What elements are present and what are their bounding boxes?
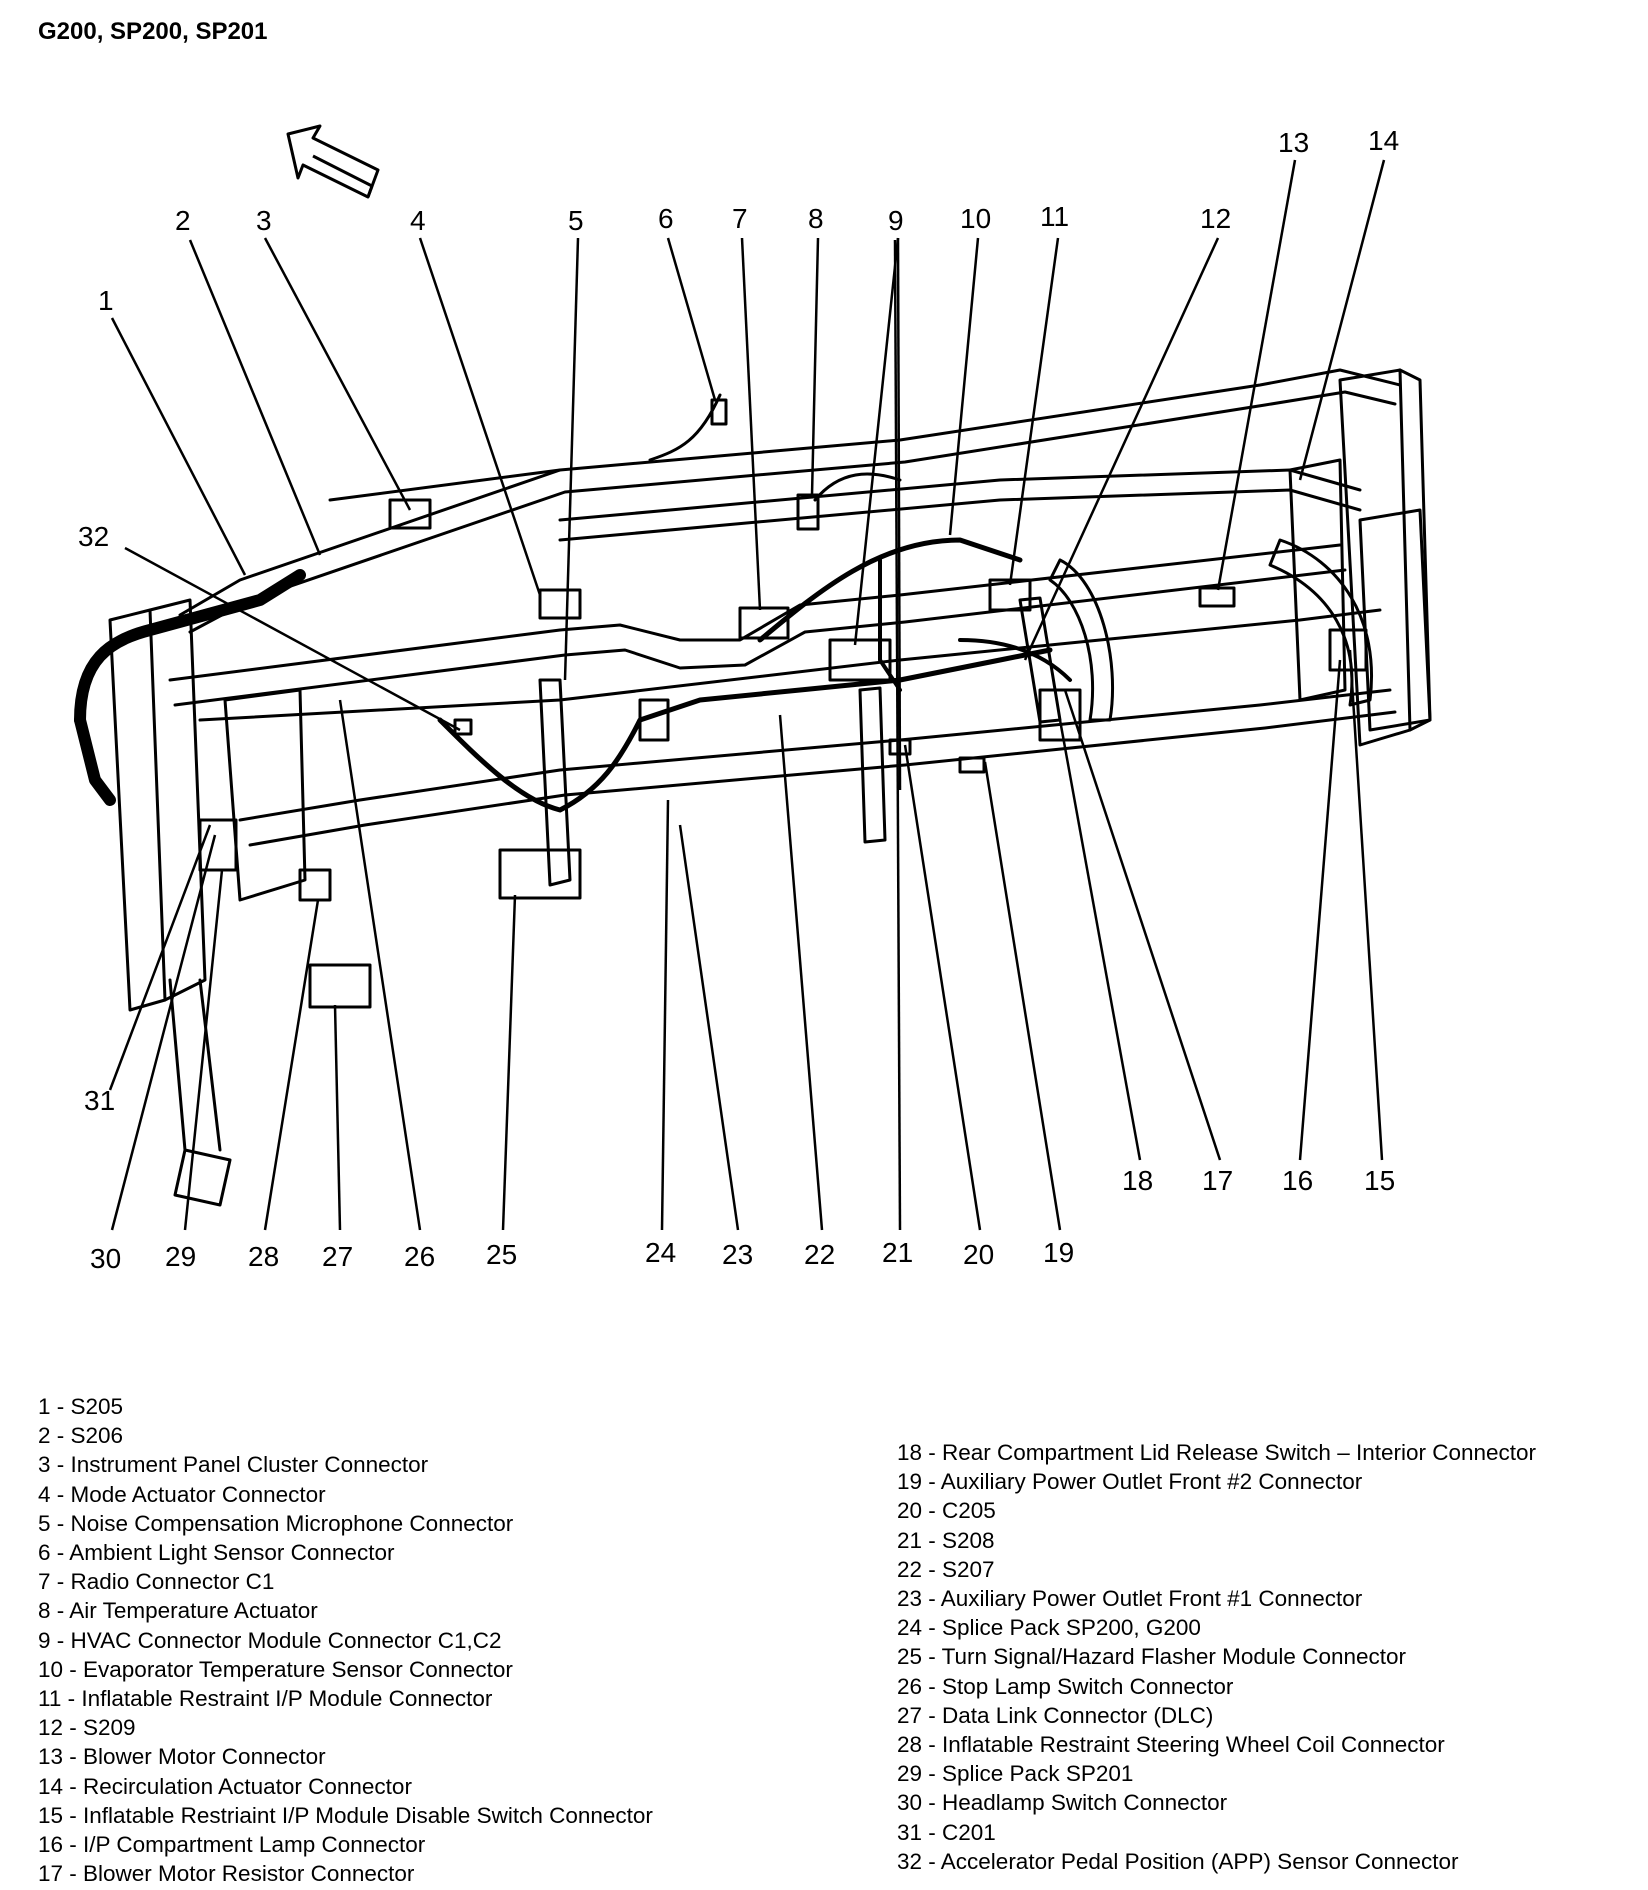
callout-26: 26 [404,1241,435,1272]
legend-item: 4 - Mode Actuator Connector [38,1481,326,1507]
legend-item: 1 - S205 [38,1394,124,1419]
legend-item: 7 - Radio Connector C1 [38,1569,275,1595]
callout-6: 6 [658,203,674,234]
legend-item: 21 - S208 [897,1527,995,1553]
legend-item: 29 - Splice Pack SP201 [897,1761,1134,1787]
legend-item: 22 - S207 [897,1556,995,1582]
legend-item: 16 - I/P Compartment Lamp Connector [38,1832,426,1858]
callout-27: 27 [322,1241,353,1272]
legend-left-column: 1 - S205 2 - S206 3 - Instrument Panel C… [38,1392,653,1888]
legend-item: 11 - Inflatable Restraint I/P Module Con… [38,1686,493,1712]
legend-item: 28 - Inflatable Restraint Steering Wheel… [897,1732,1445,1758]
legend-item: 15 - Inflatable Restriaint I/P Module Di… [38,1802,653,1828]
legend-right-column: 18 - Rear Compartment Lid Release Switch… [897,1438,1536,1876]
callout-32: 32 [78,521,109,552]
callout-19: 19 [1043,1237,1074,1268]
legend-item: 24 - Splice Pack SP200, G200 [897,1615,1201,1641]
callout-14: 14 [1368,125,1399,156]
legend-item: 10 - Evaporator Temperature Sensor Conne… [38,1656,513,1682]
callout-leader-lines [108,159,1386,1231]
legend-item: 32 - Accelerator Pedal Position (APP) Se… [897,1848,1459,1874]
page-title: G200, SP200, SP201 [38,18,268,45]
instrument-panel-carrier [74,368,1432,1207]
legend-item: 5 - Noise Compensation Microphone Connec… [38,1510,514,1536]
legend-item: 3 - Instrument Panel Cluster Connector [38,1452,429,1478]
callout-20: 20 [963,1239,994,1270]
callout-23: 23 [722,1239,753,1270]
legend-item: 17 - Blower Motor Resistor Connector [38,1861,415,1887]
callout-21: 21 [882,1237,913,1268]
callout-12: 12 [1200,203,1231,234]
legend-item: 9 - HVAC Connector Module Connector C1,C… [38,1627,502,1653]
legend-item: 31 - C201 [897,1819,996,1845]
callout-16: 16 [1282,1165,1313,1196]
callout-28: 28 [248,1241,279,1272]
callout-11: 11 [1040,201,1069,232]
callout-24: 24 [645,1237,676,1268]
legend-item: 14 - Recirculation Actuator Connector [38,1773,412,1799]
legend-item: 8 - Air Temperature Actuator [38,1598,318,1624]
legend-item: 26 - Stop Lamp Switch Connector [897,1673,1234,1699]
legend-item: 25 - Turn Signal/Hazard Flasher Module C… [897,1644,1407,1670]
callout-9: 9 [888,205,904,236]
legend-item: 12 - S209 [38,1715,136,1741]
callout-3: 3 [256,205,272,236]
callout-18: 18 [1122,1165,1153,1196]
legend-item: 23 - Auxiliary Power Outlet Front #1 Con… [897,1586,1363,1612]
callout-8: 8 [808,203,824,234]
callout-15: 15 [1364,1165,1395,1196]
callout-2: 2 [175,205,191,236]
callout-4: 4 [410,205,426,236]
callout-1: 1 [98,285,114,316]
callout-29: 29 [165,1241,196,1272]
legend-item: 6 - Ambient Light Sensor Connector [38,1540,395,1566]
legend-item: 19 - Auxiliary Power Outlet Front #2 Con… [897,1469,1363,1495]
callout-25: 25 [486,1239,517,1270]
callout-31: 31 [84,1085,115,1116]
legend-item: 18 - Rear Compartment Lid Release Switch… [897,1440,1537,1465]
callout-10: 10 [960,203,991,234]
callout-7: 7 [732,203,748,234]
callout-13: 13 [1278,127,1309,158]
legend-item: 27 - Data Link Connector (DLC) [897,1702,1214,1728]
callout-17: 17 [1202,1165,1233,1196]
legend-item: 2 - S206 [38,1423,124,1449]
callout-5: 5 [568,205,584,236]
callout-22: 22 [804,1239,835,1270]
direction-arrow-icon [286,124,380,199]
legend-item: 30 - Headlamp Switch Connector [897,1790,1228,1816]
callout-numbers: 1 2 3 4 5 6 7 8 9 10 11 12 13 14 15 16 1… [78,125,1399,1274]
legend-item: 13 - Blower Motor Connector [38,1744,326,1770]
callout-30: 30 [90,1243,121,1274]
legend-item: 20 - C205 [897,1498,996,1524]
